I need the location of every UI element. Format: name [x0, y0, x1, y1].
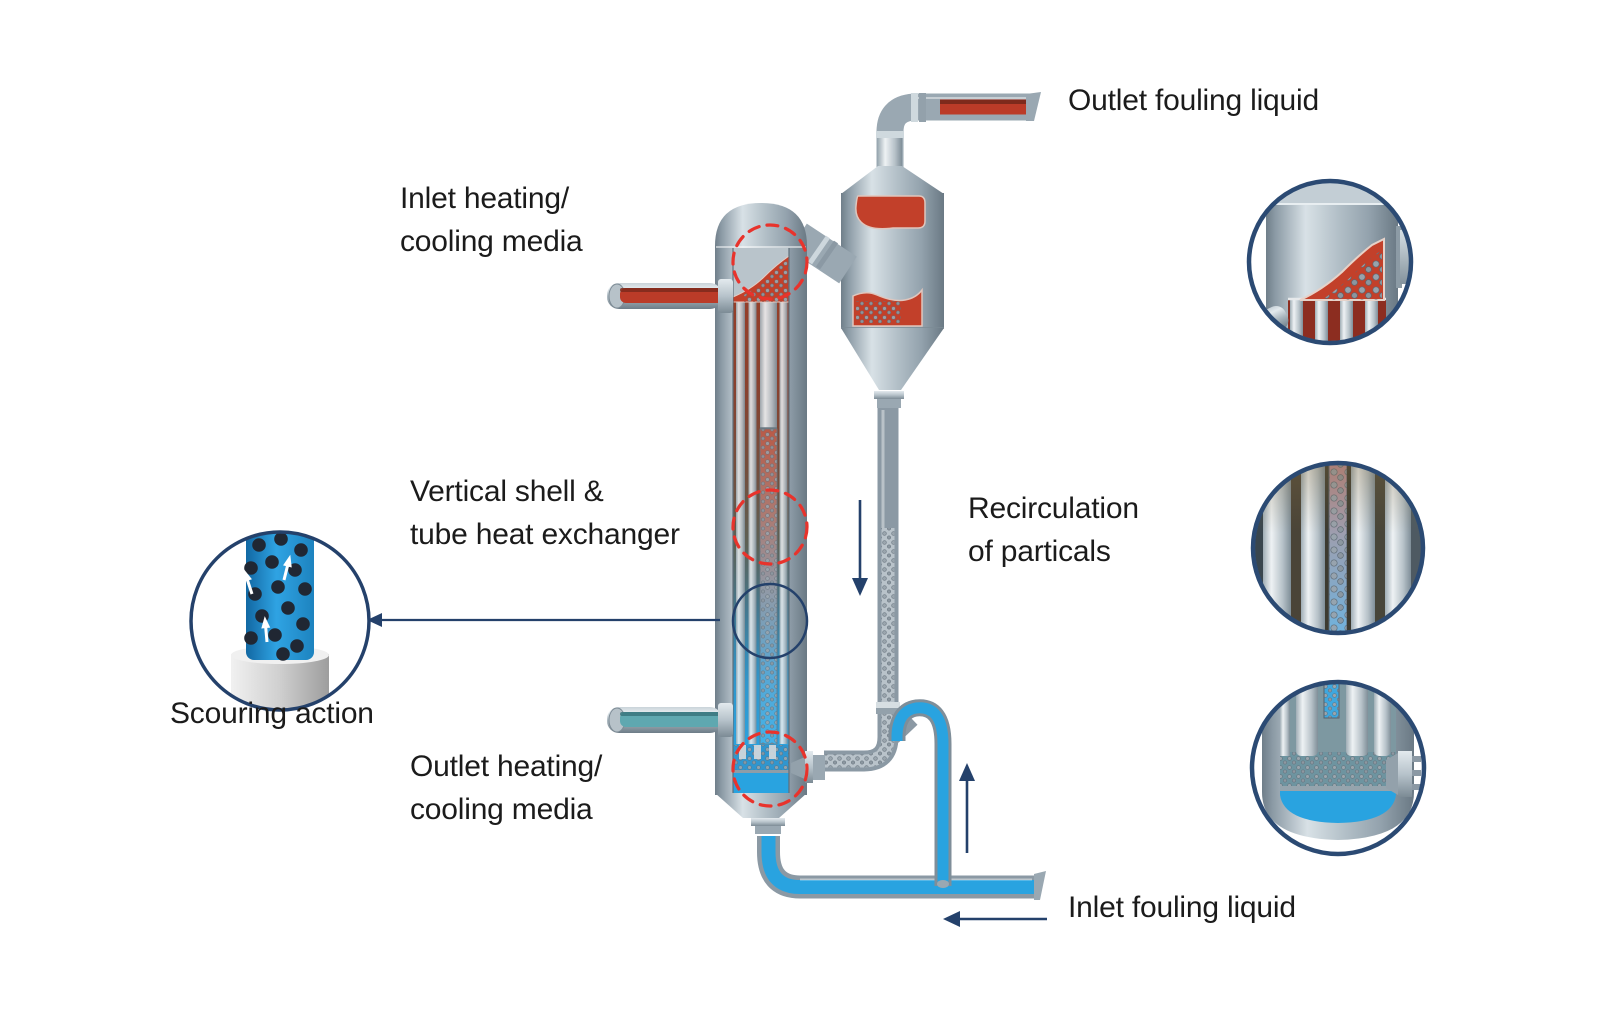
particle-separator-vessel — [841, 92, 1041, 408]
scouring-particles — [244, 533, 312, 661]
tube — [748, 300, 757, 744]
outlet-pipe-end — [1026, 92, 1041, 121]
inlet-heating-media-label: Inlet heating/ cooling media — [400, 182, 583, 258]
detail-view-top-head — [1246, 178, 1414, 346]
return-flange — [805, 751, 813, 783]
outlet-heating-media-pipe — [607, 703, 733, 737]
cone-flange — [874, 391, 904, 399]
pipe-flange-ring — [911, 93, 918, 122]
inlet-riser-gooseneck — [888, 699, 952, 888]
dashed-circle-bottom-head — [731, 730, 809, 808]
inlet-pipe-end — [1034, 871, 1046, 900]
inlet-heating-media-pipe — [607, 279, 733, 313]
downcomer-coupling — [876, 702, 900, 708]
scouring-action-label: Scouring action — [170, 697, 374, 730]
bottom-liquid-pool — [733, 773, 789, 795]
separator-top-cone — [841, 166, 944, 194]
vertical-shell-label: Vertical shell & tube heat exchanger — [410, 475, 680, 551]
center-tube-upper — [760, 300, 777, 428]
scouring-zone-circle — [731, 582, 809, 660]
separator-hot-liquid-top — [855, 195, 926, 230]
tube-stub — [739, 745, 746, 759]
inlet-liquid-core — [761, 836, 1036, 894]
separator-bottom-cone — [841, 328, 944, 390]
return-nozzle-tip — [791, 756, 807, 780]
tube-stub — [769, 745, 776, 759]
outlet-fouling-liquid-label: Outlet fouling liquid — [1068, 84, 1319, 117]
separator-particles — [856, 301, 901, 323]
pipe-flange — [718, 703, 733, 737]
recirculation-label: Recirculation of particals — [968, 492, 1139, 568]
dashed-circle-tube-bundle — [731, 488, 809, 566]
inlet-fouling-liquid-label: Inlet fouling liquid — [1068, 891, 1296, 924]
inlet-fouling-pipe — [757, 836, 1046, 900]
drain-flange — [751, 818, 785, 826]
scouring-up-arrows — [243, 554, 292, 643]
pipe-flange — [718, 279, 733, 313]
tube — [736, 300, 745, 744]
tube — [779, 300, 788, 744]
top-head-particles — [744, 259, 789, 302]
dashed-circle-top-head — [731, 223, 809, 301]
detail-view-tube-bundle — [1250, 460, 1426, 636]
outlet-heating-media-label: Outlet heating/ cooling media — [410, 750, 603, 826]
flow-arrows — [367, 500, 1047, 927]
separator-neck — [878, 138, 902, 168]
downcomer-particles — [824, 528, 895, 768]
detail-view-bottom-head — [1249, 679, 1427, 857]
tube-stub — [754, 745, 761, 759]
heat-exchanger-column — [715, 203, 807, 834]
detail-view-scouring-action — [189, 530, 371, 712]
